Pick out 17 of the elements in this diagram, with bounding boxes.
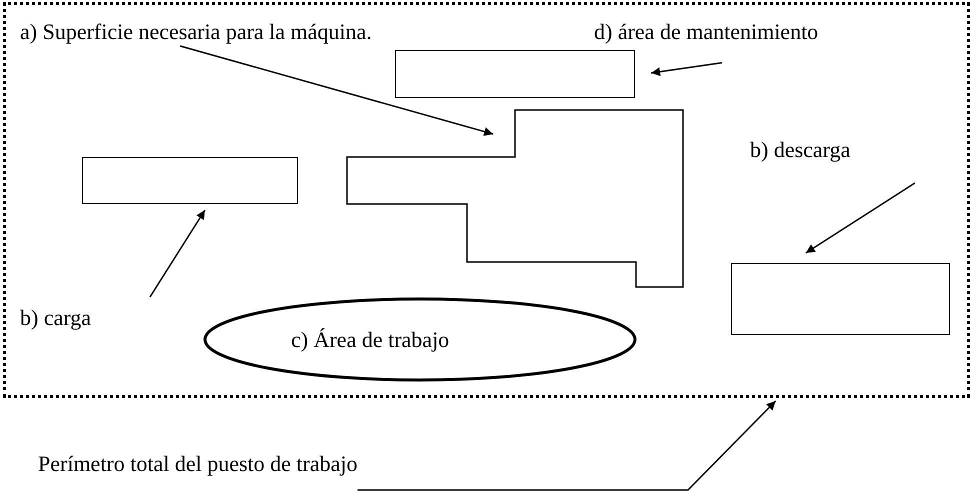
- leader-arrow: [650, 62, 722, 76]
- loading-area-rect: [82, 157, 298, 204]
- callout-label: Perímetro total del puesto de trabajo: [38, 450, 358, 492]
- work-area-ellipse: [203, 297, 637, 382]
- machine-outline: [347, 110, 683, 287]
- leader-arrow: [180, 45, 494, 136]
- unloading-area-rect: [731, 263, 950, 335]
- perimeter-outline: [3, 2, 970, 398]
- leader-arrow: [358, 400, 776, 491]
- callout-label: a) Superficie necesaria para la máquina.: [20, 18, 580, 46]
- maintenance-area-rect: [395, 50, 635, 98]
- callout-label: b) carga: [20, 304, 120, 332]
- area-label: c) Área de trabajo: [291, 326, 450, 354]
- callout-label: d) área de mantenimiento: [594, 18, 968, 46]
- callout-label: b) descarga: [750, 136, 920, 164]
- leader-arrow: [806, 182, 916, 254]
- leader-arrow: [149, 210, 206, 298]
